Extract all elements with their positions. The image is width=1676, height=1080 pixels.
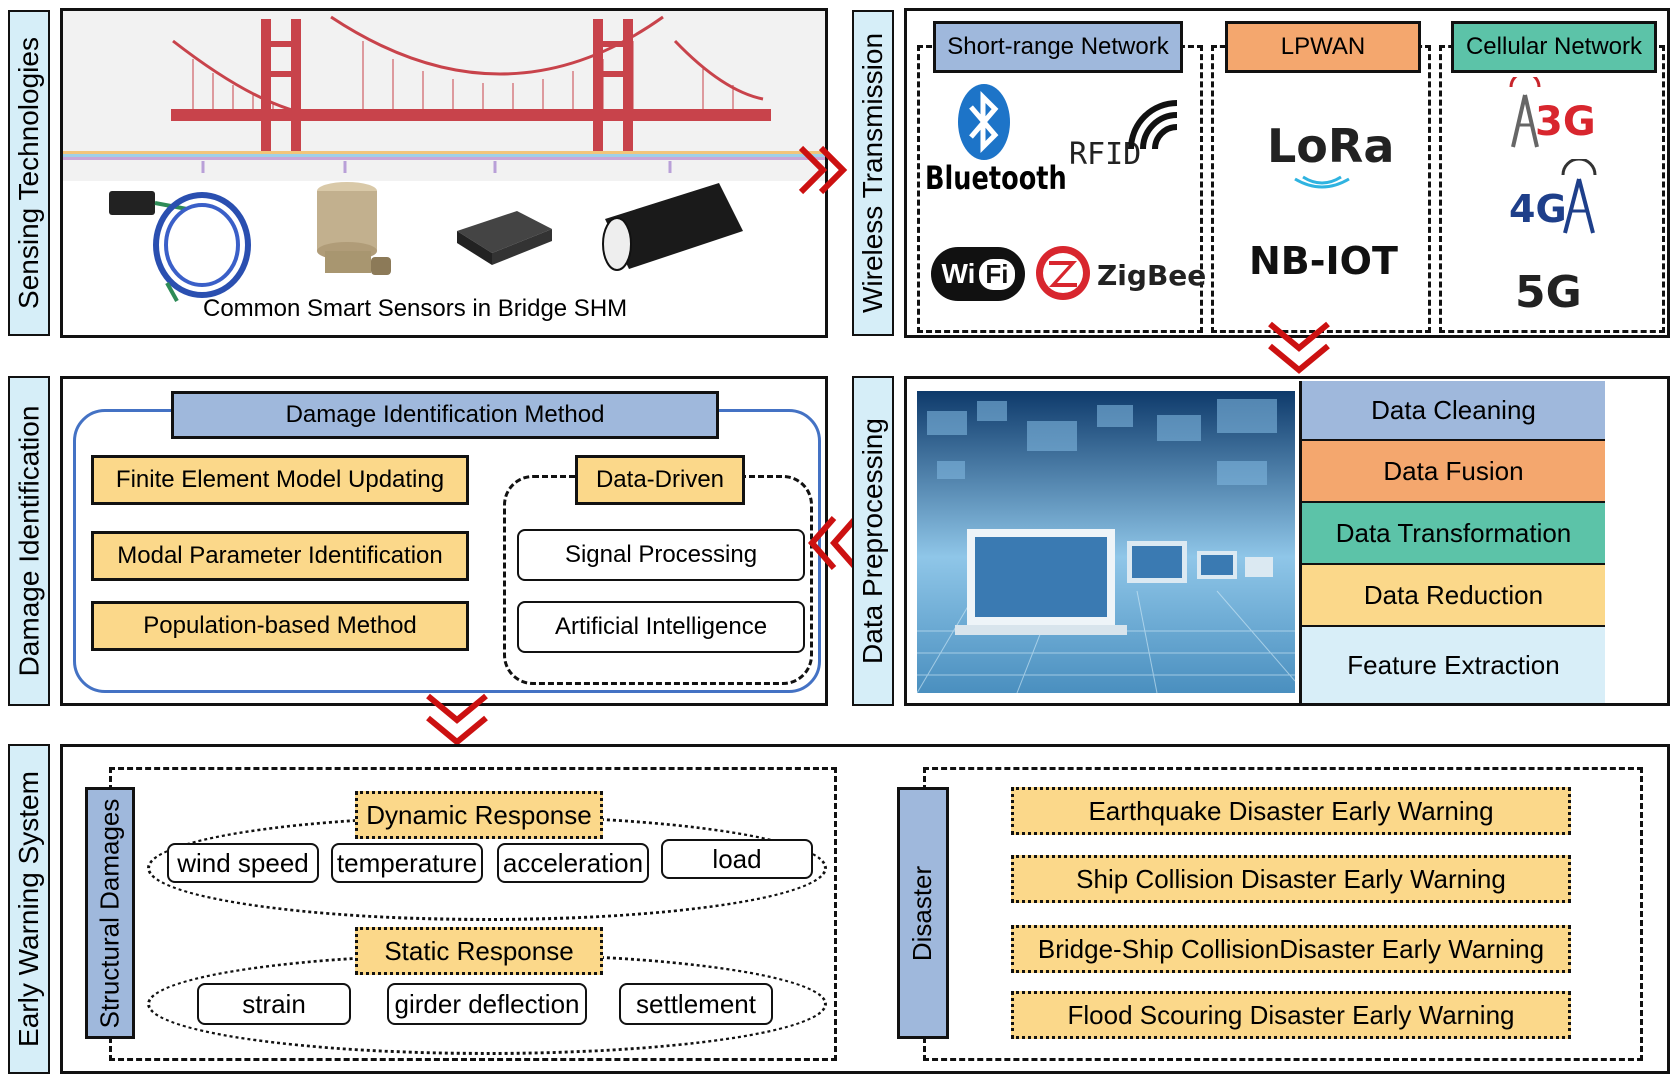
signal-processing-box: Signal Processing <box>517 529 805 581</box>
data-cleaning-box: Data Cleaning <box>1299 381 1605 441</box>
rfid-waves-icon <box>1128 100 1178 150</box>
bluetooth-icon <box>958 84 1010 160</box>
sensing-panel: Common Smart Sensors in Bridge SHM <box>60 8 828 338</box>
ai-box: Artificial Intelligence <box>517 601 805 653</box>
early-warning-panel: Structural Damages Dynamic Response wind… <box>60 744 1670 1074</box>
data-driven-title: Data-Driven <box>575 455 745 505</box>
cell-tower-4g-icon <box>1561 159 1597 234</box>
earthquake-warning-box: Earthquake Disaster Early Warning <box>1011 787 1571 835</box>
section-label-damage: Damage Identification <box>8 376 50 706</box>
accelerometer-sensor-icon <box>317 182 391 275</box>
lpwan-title: LPWAN <box>1225 21 1421 73</box>
lora-label: LoRa <box>1267 119 1395 173</box>
wireless-panel: Short-range Network LPWAN Cellular Netwo… <box>904 8 1670 338</box>
arrow-down-1 <box>1268 321 1330 374</box>
short-range-title: Short-range Network <box>933 21 1183 73</box>
3g-label: 3G <box>1535 99 1596 145</box>
section-label-preprocessing: Data Preprocessing <box>852 376 894 706</box>
arrow-left-1 <box>808 516 859 570</box>
feature-extraction-box: Feature Extraction <box>1299 627 1605 703</box>
arrow-down-2 <box>426 693 488 746</box>
load-box: load <box>661 839 813 879</box>
arrow-right-1 <box>798 145 848 195</box>
disaster-label: Disaster <box>897 787 949 1039</box>
structural-damages-label: Structural Damages <box>85 787 135 1039</box>
acceleration-box: acceleration <box>497 843 649 883</box>
girder-deflection-box: girder deflection <box>387 983 587 1025</box>
lora-waves-icon <box>1294 175 1350 189</box>
preprocessing-panel: Data Cleaning Data Fusion Data Transform… <box>904 376 1670 706</box>
bridge-illustration <box>63 11 825 181</box>
temperature-box: temperature <box>331 843 483 883</box>
data-center-image <box>917 391 1295 693</box>
data-transformation-box: Data Transformation <box>1299 503 1605 565</box>
wifi-icon: Wi Fi <box>931 247 1025 301</box>
dynamic-response-title: Dynamic Response <box>355 791 603 839</box>
damage-method-title: Damage Identification Method <box>171 391 719 439</box>
section-label-early-warning: Early Warning System <box>8 744 50 1074</box>
5g-label: 5G <box>1515 267 1582 318</box>
wind-speed-box: wind speed <box>167 843 319 883</box>
sensors-caption: Common Smart Sensors in Bridge SHM <box>203 295 628 322</box>
strain-box: strain <box>197 983 351 1025</box>
flood-scouring-warning-box: Flood Scouring Disaster Early Warning <box>1011 991 1571 1039</box>
section-label-sensing: Sensing Technologies <box>8 10 50 336</box>
fem-box: Finite Element Model Updating <box>91 455 469 505</box>
4g-label: 4G <box>1509 187 1567 231</box>
wifi-fi-text: Fi <box>979 258 1015 290</box>
wireless-node-sensor-icon <box>457 211 552 265</box>
data-reduction-box: Data Reduction <box>1299 565 1605 627</box>
data-fusion-box: Data Fusion <box>1299 441 1605 503</box>
nbiot-label: NB-IOT <box>1249 239 1398 283</box>
ship-collision-warning-box: Ship Collision Disaster Early Warning <box>1011 855 1571 903</box>
population-box: Population-based Method <box>91 601 469 651</box>
fiber-sensor-icon <box>109 191 251 302</box>
zigbee-label: ZigBee <box>1097 259 1207 292</box>
modal-box: Modal Parameter Identification <box>91 531 469 581</box>
settlement-box: settlement <box>619 983 773 1025</box>
static-response-title: Static Response <box>355 927 603 975</box>
cylinder-sensor-icon <box>602 183 743 271</box>
cell-tower-3g-icon <box>1509 77 1541 148</box>
section-label-wireless: Wireless Transmission <box>852 10 894 336</box>
cellular-title: Cellular Network <box>1451 21 1657 73</box>
bluetooth-label: Bluetooth <box>925 159 1067 197</box>
wifi-wi-text: Wi <box>941 258 976 289</box>
damage-panel: Damage Identification Method Finite Elem… <box>60 376 828 706</box>
zigbee-icon <box>1036 246 1090 300</box>
bridge-ship-warning-box: Bridge-Ship CollisionDisaster Early Warn… <box>1011 925 1571 973</box>
